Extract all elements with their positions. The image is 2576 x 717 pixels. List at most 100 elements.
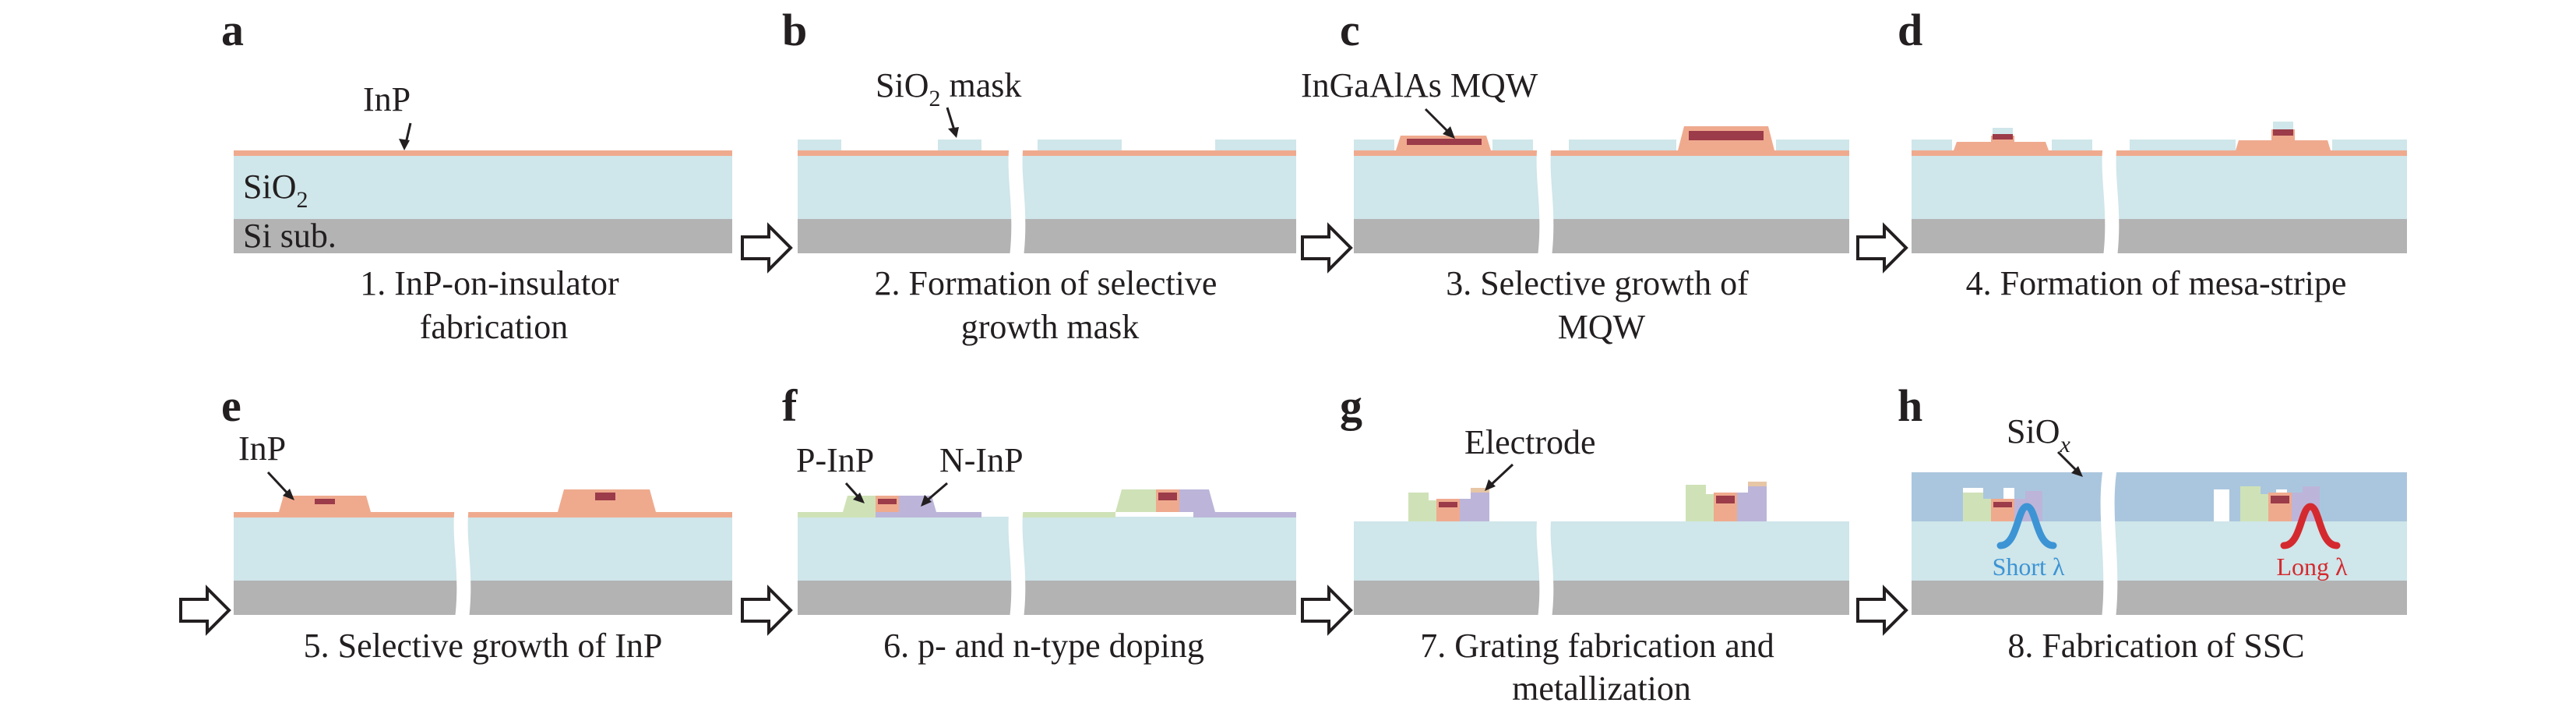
p-inp-layer: [798, 512, 876, 517]
mqw-core: [1716, 496, 1735, 503]
sio2-layer: [234, 155, 732, 219]
n-inp-region: [1471, 491, 1489, 521]
label-electrode: Electrode: [1464, 423, 1596, 461]
wafer-break: [1536, 507, 1554, 619]
wafer-break: [1536, 134, 1554, 257]
sio2-mask-strip: [2052, 140, 2092, 150]
p-inp-region: [1706, 494, 1714, 521]
n-inp-region: [1748, 485, 1767, 521]
panel-g-letter: g: [1340, 380, 1362, 431]
si-substrate: [1354, 219, 1849, 253]
label-sio2-mask: SiO2 mask: [876, 66, 1021, 111]
wafer-break: [453, 497, 471, 619]
sio2-layer: [1354, 155, 1849, 219]
p-inp-layer: [1019, 512, 1115, 517]
si-substrate: [234, 219, 732, 253]
panel-a-letter: a: [221, 5, 244, 55]
p-inp-region: [843, 496, 876, 512]
label-si-sub: Si sub.: [243, 217, 337, 255]
mqw-core: [1689, 131, 1764, 140]
si-substrate: [798, 219, 1296, 253]
pointer-arrowhead: [283, 489, 294, 500]
panel-e: e InP 5. Selective growth of InP: [221, 380, 732, 665]
panel-d: d 4. Formation of mesa-stripe: [1898, 5, 2407, 302]
pointer-arrow: [1488, 463, 1514, 488]
sio2-layer: [798, 155, 1296, 219]
pointer-arrowhead: [399, 139, 410, 150]
inp-regrowth: [558, 489, 656, 512]
mqw-core: [1439, 502, 1457, 507]
panel-c-layers: [1354, 126, 1849, 257]
panel-g: g Electrode 7. Grating fabrication and m: [1340, 380, 1849, 708]
panel-c-letter: c: [1340, 5, 1360, 55]
inp-layer: [798, 150, 1296, 156]
caption-6: 6. p- and n-type doping: [883, 627, 1204, 665]
p-inp-region: [1963, 493, 1983, 521]
si-substrate: [1354, 581, 1849, 615]
panel-e-layers: [234, 489, 732, 619]
panel-c: c InGaAlAs MQW 3. Selective growth of MQ…: [1301, 5, 1849, 346]
wafer-break: [1008, 497, 1026, 619]
caption-4: 4. Formation of mesa-stripe: [1966, 264, 2347, 302]
panel-h-letter: h: [1898, 380, 1922, 431]
step-arrow-icon: [1301, 587, 1352, 634]
wafer-break: [2100, 468, 2118, 619]
inp-layer: [234, 512, 732, 517]
pointer-arrowhead: [1443, 126, 1455, 139]
pointer-arrowhead: [2071, 466, 2083, 477]
pointer-arrow: [266, 471, 291, 497]
step-arrow-icon: [179, 587, 231, 634]
caption-5: 5. Selective growth of InP: [304, 627, 663, 665]
panel-b: b SiO2 mask 2. Formation of selective gr…: [782, 5, 1296, 346]
mqw-core: [595, 493, 615, 500]
mesa-base: [1954, 142, 2049, 150]
electrode: [1471, 488, 1489, 493]
panel-a: a InP SiO2 Si sub. 1. InP-on-insulator f…: [221, 5, 732, 346]
label-sio2: SiO2: [243, 168, 308, 213]
sio2-layer: [234, 517, 732, 581]
mqw-core: [1993, 502, 2012, 507]
si-substrate: [1912, 219, 2407, 253]
p-inp-region: [1408, 493, 1429, 521]
sio2-mask-strip: [2332, 140, 2407, 150]
n-inp-region: [2292, 493, 2303, 521]
panel-g-layers: [1354, 482, 1849, 619]
inp-layer: [234, 150, 732, 156]
mqw-core: [1993, 134, 2013, 140]
caption-8: 8. Fabrication of SSC: [2007, 627, 2304, 665]
sio2-layer: [798, 517, 1296, 581]
sio2-layer: [1912, 155, 2407, 219]
mqw-core: [1407, 139, 1482, 145]
label-p-inp: P-InP: [796, 441, 874, 479]
wafer-break: [1008, 134, 1026, 257]
sio2-mask-strip: [938, 140, 981, 150]
sio2-mask-strip: [1912, 140, 1952, 150]
caption-3: 3. Selective growth of MQW: [1446, 264, 1757, 346]
pointer-arrowhead: [853, 493, 865, 503]
step-arrow-icon: [1301, 224, 1352, 271]
sio2-mask-strip: [1776, 140, 1849, 150]
panel-h-layers: [1912, 468, 2407, 619]
p-inp-region: [1983, 499, 1991, 521]
step-arrow-icon: [1856, 587, 1908, 634]
panel-d-letter: d: [1898, 5, 1922, 55]
si-substrate: [1912, 581, 2407, 615]
electrode: [1748, 482, 1767, 486]
label-short-wavelength: Short λ: [1993, 553, 2065, 581]
sio2-layer: [1354, 521, 1849, 581]
caption-7: 7. Grating fabrication and metallization: [1420, 627, 1783, 708]
pointer-arrowhead: [1485, 479, 1496, 491]
pointer-arrow: [1424, 108, 1452, 136]
caption-1: 1. InP-on-insulator fabrication: [360, 264, 627, 346]
step-arrow-icon: [1856, 224, 1908, 271]
p-inp-region: [2261, 494, 2268, 521]
inp-layer: [1354, 150, 1849, 156]
pointer-arrow: [925, 482, 948, 503]
mask-cap: [2273, 122, 2293, 129]
long-wavelength-mode-icon: [2280, 503, 2341, 549]
n-inp-layer: [1193, 512, 1296, 517]
p-inp-region: [1115, 489, 1156, 512]
panel-d-layers: [1912, 122, 2407, 257]
p-inp-region: [1686, 485, 1706, 521]
